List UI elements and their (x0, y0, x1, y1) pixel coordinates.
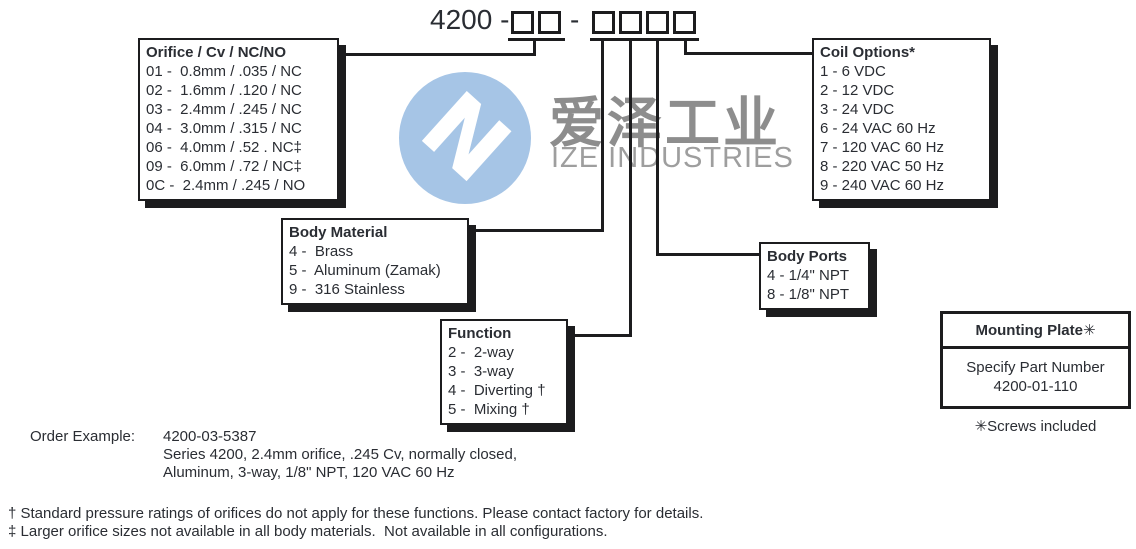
code-digit-box-2 (538, 11, 561, 34)
list-item: 4 - 1/4" NPT (767, 267, 850, 284)
orifice-box-list: 01 - 0.8mm / .035 / NC 02 - 1.6mm / .120 … (146, 62, 331, 195)
list-item: 0C - 2.4mm / .245 / NO (146, 177, 306, 194)
coil-options-box-list: 1 - 6 VDC 2 - 12 VDC 3 - 24 VDC 6 - 24 VAC … (820, 62, 983, 195)
list-item: 8 - 220 VAC 50 Hz (820, 158, 944, 175)
code-digit-box-4 (619, 11, 642, 34)
body-ports-box-title: Body Ports (767, 248, 848, 265)
mounting-plate-box: Mounting Plate✳ Specify Part Number 4200… (940, 311, 1131, 409)
connector-coil-horizontal (684, 52, 813, 55)
mounting-plate-title: Mounting Plate✳ (943, 314, 1128, 349)
connector-underline-box5 (644, 38, 671, 41)
connector-underline-box3 (590, 38, 617, 41)
connector-bracket-vertical (533, 38, 536, 56)
orifice-box: Orifice / Cv / NC/NO 01 - 0.8mm / .035 /… (138, 38, 339, 201)
list-item: 06 - 4.0mm / .52 . NC‡ (146, 139, 302, 156)
mounting-plate-body: Specify Part Number 4200-01-110 (943, 349, 1128, 406)
connector-bodymaterial-vertical (601, 40, 604, 232)
series-code-prefix: 4200 - (430, 4, 510, 35)
orifice-box-title: Orifice / Cv / NC/NO (146, 44, 287, 61)
list-item: 02 - 1.6mm / .120 / NC (146, 82, 302, 99)
order-example-label: Order Example: (30, 428, 136, 445)
list-item: 03 - 2.4mm / .245 / NC (146, 101, 302, 118)
connector-bodyports-vertical (656, 40, 659, 256)
connector-function-horizontal (565, 334, 632, 337)
connector-underline-box6 (671, 38, 699, 41)
watermark-chinese-text: 爱泽工业 (549, 92, 782, 154)
mounting-plate-line2: 4200-01-110 (993, 378, 1078, 395)
list-item: 09 - 6.0mm / .72 / NC‡ (146, 158, 302, 175)
list-item: 04 - 3.0mm / .315 / NC (146, 120, 302, 137)
ize-logo: N (397, 70, 533, 206)
body-material-box: Body Material 4 - Brass 5 - Aluminum (Zam… (281, 218, 469, 305)
connector-function-vertical (629, 40, 632, 337)
footnote-double-dagger: ‡ Larger orifice sizes not available in … (8, 523, 608, 540)
list-item: 01 - 0.8mm / .035 / NC (146, 63, 302, 80)
body-material-box-list: 4 - Brass 5 - Aluminum (Zamak) 9 - 316 Sta… (289, 242, 461, 299)
connector-orifice-horizontal (337, 53, 536, 56)
function-box: Function 2 - 2-way 3 - 3-way 4 - Diverting… (440, 319, 568, 425)
list-item: 9 - 240 VAC 60 Hz (820, 177, 944, 194)
list-item: 3 - 3-way (448, 363, 514, 380)
order-example-desc1: Series 4200, 2.4mm orifice, .245 Cv, nor… (163, 446, 518, 463)
connector-bodymaterial-horizontal (467, 229, 604, 232)
list-item: 6 - 24 VAC 60 Hz (820, 120, 936, 137)
list-item: 5 - Mixing † (448, 401, 530, 418)
coil-options-box-title: Coil Options* (820, 44, 915, 61)
footnote-dagger: † Standard pressure ratings of orifices … (8, 505, 704, 522)
list-item: 2 - 2-way (448, 344, 514, 361)
coil-options-box: Coil Options* 1 - 6 VDC 2 - 12 VDC 3 - 24 … (812, 38, 991, 201)
list-item: 5 - Aluminum (Zamak) (289, 262, 441, 279)
order-example-desc2: Aluminum, 3-way, 1/8" NPT, 120 VAC 60 Hz (163, 464, 455, 481)
ize-logo-graphic: N (399, 72, 531, 204)
code-digit-box-5 (646, 11, 669, 34)
logo-circle (399, 72, 531, 204)
connector-underline-box4 (617, 38, 644, 41)
connector-bodyports-horizontal (656, 253, 760, 256)
connector-bracket-group1 (508, 38, 565, 41)
function-box-list: 2 - 2-way 3 - 3-way 4 - Diverting † 5 - Mix… (448, 343, 560, 419)
list-item: 2 - 12 VDC (820, 82, 895, 99)
order-example-code: 4200-03-5387 (163, 428, 257, 445)
body-ports-box: Body Ports 4 - 1/4" NPT 8 - 1/8" NPT (759, 242, 870, 310)
code-digit-box-6 (673, 11, 696, 34)
connector-coil-vertical (684, 40, 687, 55)
list-item: 8 - 1/8" NPT (767, 286, 850, 303)
list-item: 7 - 120 VAC 60 Hz (820, 139, 944, 156)
list-item: 1 - 6 VDC (820, 63, 886, 80)
watermark-latin-text: IZE INDUSTRIES (551, 142, 794, 174)
code-digit-box-1 (511, 11, 534, 34)
list-item: 4 - Diverting † (448, 382, 546, 399)
mounting-plate-line1: Specify Part Number (966, 359, 1105, 376)
code-digit-box-3 (592, 11, 615, 34)
mounting-plate-note: ✳Screws included (974, 418, 1097, 435)
body-material-box-title: Body Material (289, 224, 388, 241)
series-code-separator: - (570, 4, 580, 35)
body-ports-box-list: 4 - 1/4" NPT 8 - 1/8" NPT (767, 266, 862, 304)
list-item: 9 - 316 Stainless (289, 281, 405, 298)
list-item: 3 - 24 VDC (820, 101, 895, 118)
list-item: 4 - Brass (289, 243, 354, 260)
function-box-title: Function (448, 325, 512, 342)
